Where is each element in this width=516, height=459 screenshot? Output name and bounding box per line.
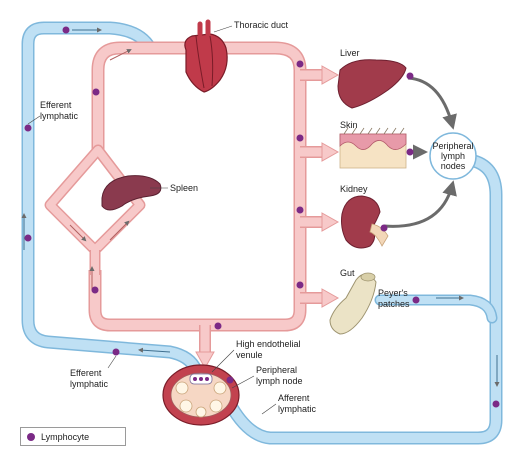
blood-vessels: [44, 41, 340, 370]
label-liver: Liver: [340, 48, 360, 58]
gut-icon: [329, 272, 377, 335]
label-hev-2: venule: [236, 350, 263, 360]
lymphocyte-dot: [296, 60, 304, 68]
blood-arrow-liver: [321, 65, 340, 85]
blood-arrow-hev: [195, 351, 215, 370]
label-peripheral-lymph-nodes-1: Peripheral: [432, 141, 473, 151]
liver-icon: [337, 59, 407, 109]
kidney-icon: [341, 195, 389, 249]
flow-arrow: [109, 220, 130, 241]
label-peyers-patches-1: Peyer's: [378, 288, 408, 298]
labels: Thoracic duct Efferent lymphatic Spleen …: [27, 20, 474, 415]
flow-arrow: [138, 347, 171, 353]
lymphocyte-dot: [406, 72, 414, 80]
label-skin: Skin: [340, 120, 358, 130]
lymphocyte-dot: [92, 88, 100, 96]
label-efferent-lymphatic-bottom-1: Efferent: [70, 368, 102, 378]
lymphocyte-dot: [226, 376, 234, 384]
label-gut: Gut: [340, 268, 355, 278]
spleen-icon: [101, 175, 162, 211]
flow-arrow: [109, 49, 132, 61]
label-afferent-lymphatic-1: Afferent: [278, 393, 310, 403]
legend-label: Lymphocyte: [41, 431, 90, 442]
lymphocyte-dot: [406, 148, 414, 156]
lymphocyte-dot: [62, 26, 70, 34]
blood-arrow-skin: [321, 142, 340, 162]
lymphocyte-dot: [412, 296, 420, 304]
lymphocyte-dot: [112, 348, 120, 356]
lymphocyte-dot: [214, 322, 222, 330]
skin-icon: [339, 127, 407, 169]
lymphocytes: [24, 26, 500, 408]
heart-icon: [184, 19, 228, 93]
peripheral-lymph-nodes-circle: [429, 132, 477, 180]
lymphocyte-dot: [380, 224, 388, 232]
label-efferent-lymphatic-top-1: Efferent: [40, 100, 72, 110]
peripheral-lymph-node-icon: [162, 364, 240, 426]
label-peripheral-lymph-node-2: lymph node: [256, 376, 303, 386]
label-peyers-patches-2: patches: [378, 299, 410, 309]
lymphocyte-dot: [91, 286, 99, 294]
lymphocyte-dot: [24, 124, 32, 132]
lymphatic-vessels: [21, 21, 503, 445]
blood-arrow-kidney: [321, 212, 340, 232]
label-peripheral-lymph-nodes-3: nodes: [441, 161, 466, 171]
label-peripheral-lymph-node-1: Peripheral: [256, 365, 297, 375]
lymphocyte-dot: [296, 206, 304, 214]
label-afferent-lymphatic-2: lymphatic: [278, 404, 317, 414]
label-efferent-lymphatic-top-2: lymphatic: [40, 111, 79, 121]
label-efferent-lymphatic-bottom-2: lymphatic: [70, 379, 109, 389]
blood-arrow-gut: [321, 288, 340, 308]
lymphocyte-dot: [492, 400, 500, 408]
lymphocyte-dot: [296, 281, 304, 289]
flow-arrow: [69, 224, 87, 242]
legend: Lymphocyte: [20, 427, 126, 446]
lymphocyte-dot: [296, 134, 304, 142]
lymphocyte-dot: [24, 234, 32, 242]
label-thoracic-duct: Thoracic duct: [234, 20, 289, 30]
label-spleen: Spleen: [170, 183, 198, 193]
label-kidney: Kidney: [340, 184, 368, 194]
label-hev-1: High endothelial: [236, 339, 301, 349]
label-peripheral-lymph-nodes-2: lymph: [441, 151, 465, 161]
lymphocyte-dot-icon: [27, 432, 35, 441]
